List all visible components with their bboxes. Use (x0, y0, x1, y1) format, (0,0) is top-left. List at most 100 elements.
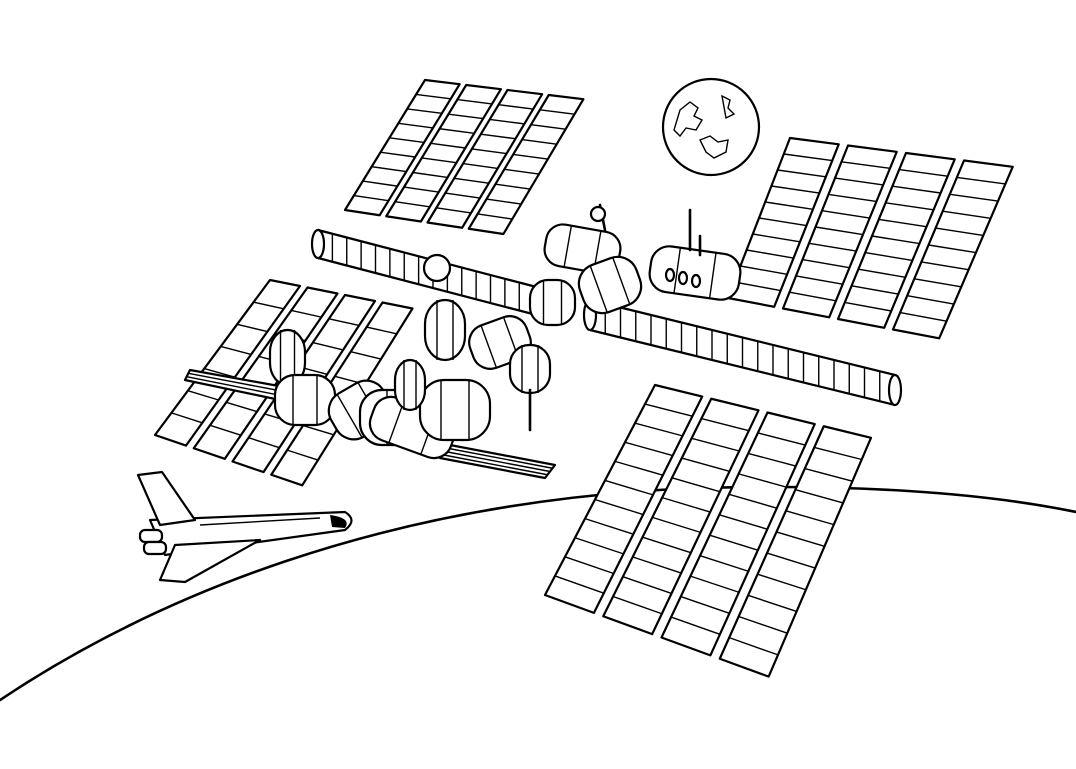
solar-cell-line (752, 233, 801, 243)
solar-cell-line (699, 555, 749, 572)
solar-cell-line (421, 157, 457, 164)
solar-panel-lower-right (660, 411, 816, 657)
module-body (648, 245, 742, 301)
solar-cell-line (738, 615, 788, 634)
solar-cell-line (226, 401, 258, 413)
solar-cell-line (956, 176, 1006, 185)
solar-cell-line (878, 218, 927, 228)
module-ring (673, 247, 682, 294)
solar-cell-line (785, 510, 834, 526)
solar-cell-line (935, 227, 984, 237)
solar-cell-line (248, 437, 280, 449)
solar-cell-line (728, 493, 778, 509)
solar-cell-line (389, 137, 425, 144)
solar-cell-line (828, 193, 877, 203)
solar-cell-line (489, 118, 525, 125)
solar-panel-frame (543, 383, 704, 614)
solar-cell-line (885, 202, 934, 211)
solar-cell-line (236, 323, 268, 333)
solar-cell-line (892, 185, 941, 194)
solar-cell-line (328, 318, 360, 327)
module-lab (648, 245, 742, 301)
module-cylinder (393, 358, 427, 412)
solar-cell-line (914, 278, 962, 288)
solar-cell-line (740, 265, 788, 276)
solar-cell-line (480, 133, 516, 140)
solar-cell-line (574, 537, 624, 555)
module-window (677, 270, 689, 286)
module-ring (708, 252, 717, 299)
solar-cell-line (554, 575, 605, 594)
solar-cell-line (757, 432, 806, 446)
solar-cell-line (644, 403, 693, 417)
solar-cell-line (865, 251, 913, 262)
module-ring (480, 325, 498, 368)
solar-cell-line (921, 261, 969, 271)
solar-cell-line (504, 168, 540, 175)
solar-cell-line (899, 311, 947, 322)
solar-cell-line (851, 285, 899, 295)
solar-cell-line (436, 207, 472, 214)
solar-panel-upper-right (726, 136, 840, 308)
solar-panel-upper-left (343, 78, 461, 217)
solar-cell-line (844, 301, 892, 312)
solar-panel-small (438, 443, 557, 480)
solar-cell-line (766, 552, 816, 569)
solar-panel-upper-right (836, 151, 956, 329)
truss-end-cap (887, 373, 903, 407)
module-ring (563, 225, 573, 268)
solar-cell-line (253, 301, 284, 310)
module-body (528, 278, 577, 327)
solar-cell-line (771, 185, 820, 194)
solar-panel-frame (192, 286, 339, 460)
solar-cell-line (632, 556, 682, 574)
solar-panel-lower-left (153, 278, 302, 447)
solar-cell-line (808, 242, 857, 252)
solar-cell-line (758, 217, 807, 227)
solar-cell-line (471, 148, 507, 155)
solar-cell-line (776, 531, 825, 548)
solar-cell-line (353, 194, 389, 202)
solar-panel-upper-right (891, 159, 1014, 340)
solar-panel-lower-right (718, 425, 873, 678)
module-window (664, 267, 676, 283)
solar-cell-line (738, 473, 787, 488)
solar-cell-line (171, 412, 203, 424)
solar-cell-line (871, 235, 920, 245)
solar-panel-upper-left (426, 88, 544, 229)
solar-panel-frame (718, 425, 873, 678)
solar-cell-line (407, 108, 442, 115)
solar-cell-line (746, 249, 794, 259)
satellite-dish (422, 253, 452, 283)
solar-cell-line (187, 390, 219, 401)
solar-cell-line (442, 454, 548, 476)
module-window (690, 273, 702, 289)
solar-cell-line (457, 98, 493, 105)
module-body (423, 298, 467, 362)
solar-cell-line (748, 452, 796, 467)
solar-cell-line (495, 183, 531, 190)
solar-cell-line (486, 198, 522, 205)
solar-cell-line (312, 341, 344, 351)
solar-cell-line (448, 113, 484, 120)
solar-cell-line (622, 576, 672, 595)
solar-cell-line (747, 594, 797, 613)
solar-panel-upper-left (385, 83, 502, 223)
module-ring (336, 393, 363, 439)
solar-cell-line (564, 556, 614, 575)
solar-cell-line (680, 595, 730, 614)
solar-cell-line (521, 138, 557, 145)
solar-cell-line (398, 122, 434, 129)
solar-cell-line (416, 93, 451, 100)
solar-cell-line (614, 460, 664, 476)
solar-cell-line (681, 457, 730, 473)
solar-cell-line (513, 153, 548, 160)
solar-cell-line (815, 226, 864, 236)
solar-cell-line (204, 367, 236, 378)
solar-cell-line (188, 372, 287, 393)
solar-cell-line (942, 210, 991, 219)
solar-panel-frame (602, 397, 760, 636)
solar-cell-line (709, 534, 759, 551)
solar-cell-line (841, 161, 891, 170)
